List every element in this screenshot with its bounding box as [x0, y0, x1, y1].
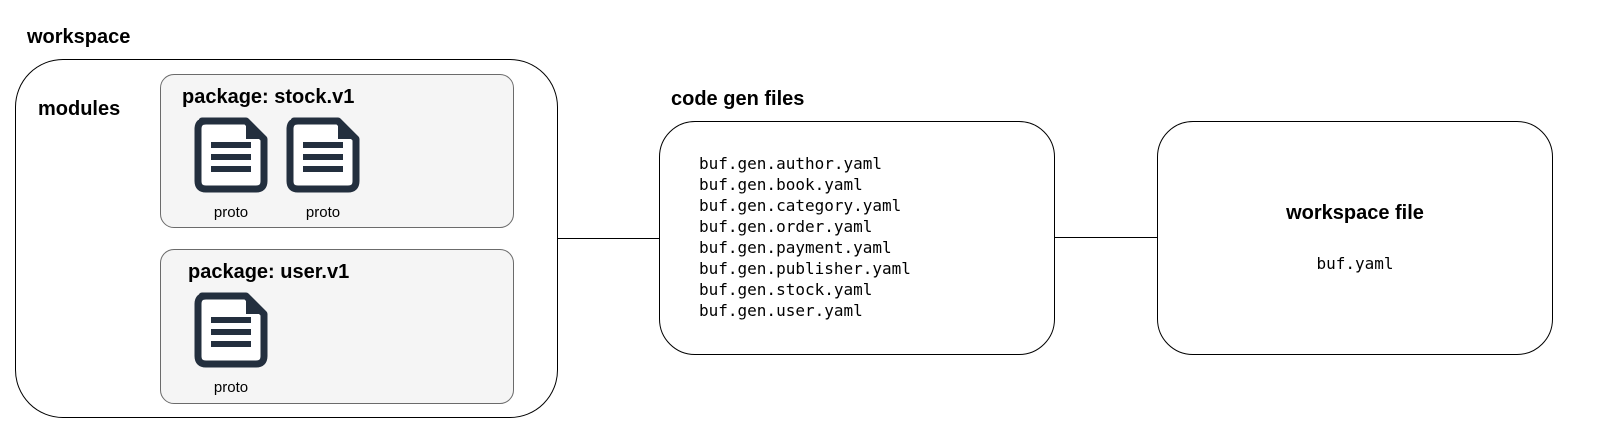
workspace-file-name: buf.yaml — [1316, 254, 1394, 273]
modules-label: modules — [38, 98, 121, 120]
document-icon — [194, 292, 268, 368]
proto-file-item: proto — [194, 117, 268, 221]
code-gen-box — [659, 121, 1055, 355]
code-gen-file: buf.gen.payment.yaml — [699, 238, 892, 257]
connector-line — [558, 238, 660, 239]
proto-file-item: proto — [286, 117, 360, 221]
document-icon — [194, 117, 268, 193]
proto-file-caption: proto — [305, 204, 341, 221]
code-gen-file: buf.gen.author.yaml — [699, 154, 883, 173]
connector-line — [1055, 237, 1157, 238]
package-user-label: package: user.v1 — [188, 261, 350, 283]
code-gen-title: code gen files — [671, 88, 805, 110]
code-gen-file: buf.gen.publisher.yaml — [699, 259, 911, 278]
proto-file-item: proto — [194, 292, 268, 396]
package-stock-box: package: stock.v1 proto proto — [160, 74, 514, 228]
proto-file-caption: proto — [213, 204, 249, 221]
proto-file-caption: proto — [213, 379, 249, 396]
code-gen-file: buf.gen.category.yaml — [699, 196, 902, 215]
document-icon — [286, 117, 360, 193]
code-gen-file-list: buf.gen.author.yaml buf.gen.book.yaml bu… — [699, 153, 911, 321]
package-user-box: package: user.v1 proto — [160, 249, 514, 404]
code-gen-file: buf.gen.book.yaml — [699, 175, 863, 194]
code-gen-file: buf.gen.order.yaml — [699, 217, 873, 236]
code-gen-file: buf.gen.stock.yaml — [699, 280, 873, 299]
code-gen-file: buf.gen.user.yaml — [699, 301, 863, 320]
workspace-file-box — [1157, 121, 1553, 355]
workspace-title: workspace — [27, 26, 131, 48]
package-stock-label: package: stock.v1 — [182, 86, 355, 108]
workspace-file-title: workspace file — [1286, 202, 1424, 224]
